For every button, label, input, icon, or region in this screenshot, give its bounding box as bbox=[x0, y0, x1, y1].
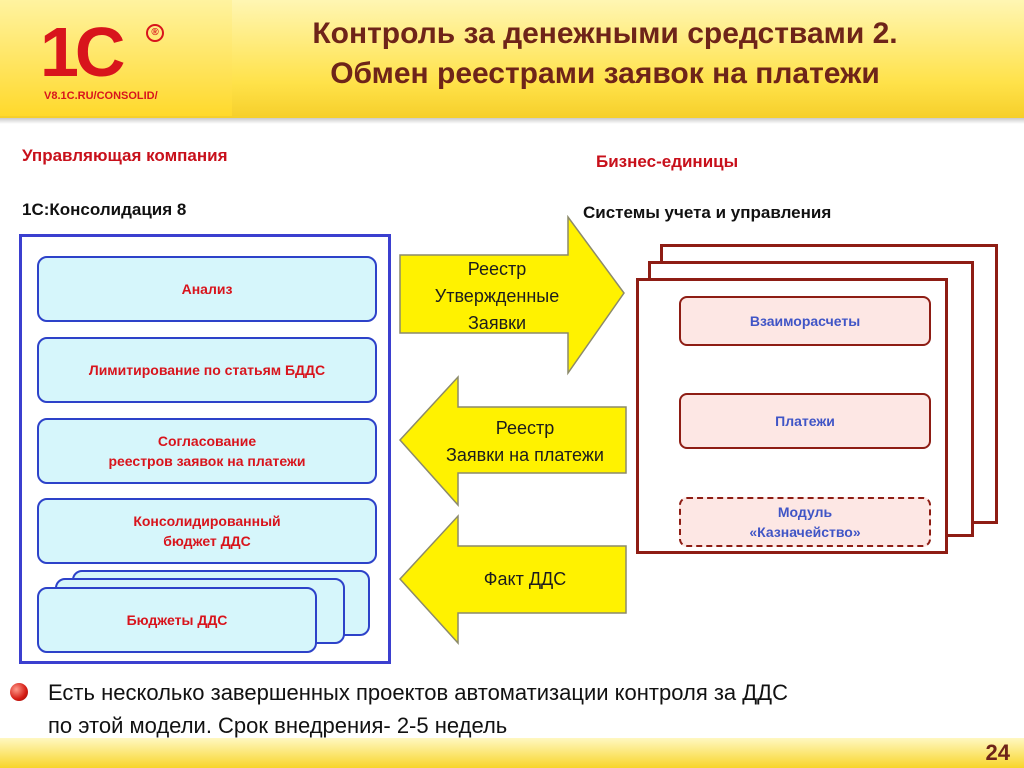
arrow-right-line2: Утвержденные bbox=[434, 286, 560, 306]
arrow-left-fact-text: Факт ДДС bbox=[440, 566, 610, 593]
arrow-right-line1: Реестр bbox=[467, 259, 527, 279]
box-treasury-module: Модуль «Казначейство» bbox=[679, 497, 931, 547]
bullet-text: Есть несколько завершенных проектов авто… bbox=[48, 676, 1008, 742]
header-divider bbox=[0, 118, 1024, 124]
box-settlements: Взаиморасчеты bbox=[679, 296, 931, 346]
bullet-text-line1: Есть несколько завершенных проектов авто… bbox=[48, 680, 788, 705]
logo-url: V8.1C.RU/CONSOLID/ bbox=[44, 90, 158, 102]
consolidation-frame: Анализ Лимитирование по статьям БДДС Сог… bbox=[19, 234, 391, 664]
box-payments: Платежи bbox=[679, 393, 931, 449]
bullet-icon bbox=[10, 683, 28, 701]
bullet-text-line2: по этой модели. Срок внедрения- 2-5 неде… bbox=[48, 713, 508, 738]
arrow-right-approved bbox=[399, 215, 625, 376]
page-number: 24 bbox=[985, 740, 1010, 765]
box-consolidated-budget: Консолидированный бюджет ДДС bbox=[37, 498, 377, 564]
left-system-name: 1С:Консолидация 8 bbox=[22, 200, 187, 219]
box-budgets-label: Бюджеты ДДС bbox=[126, 612, 228, 628]
box-treasury-line1: Модуль bbox=[777, 504, 833, 520]
box-approval: Согласование реестров заявок на платежи bbox=[37, 418, 377, 484]
arrow-left-requests-line1: Реестр bbox=[495, 418, 555, 438]
arrow-left-fact bbox=[398, 514, 627, 645]
arrow-left-fact-line1: Факт ДДС bbox=[483, 569, 567, 589]
logo-panel bbox=[0, 0, 232, 116]
right-heading: Бизнес-единицы bbox=[596, 152, 739, 171]
box-limits-label: Лимитирование по статьям БДДС bbox=[88, 362, 326, 378]
box-consolidated-line2: бюджет ДДС bbox=[163, 533, 251, 549]
arrows-layer bbox=[398, 215, 627, 645]
box-analysis: Анализ bbox=[37, 256, 377, 322]
box-budgets: Бюджеты ДДС bbox=[37, 587, 317, 653]
slide-title: Контроль за денежными средствами 2. Обме… bbox=[240, 14, 970, 94]
arrow-left-requests-text: Реестр Заявки на платежи bbox=[420, 415, 630, 469]
box-settlements-label: Взаиморасчеты bbox=[749, 313, 861, 329]
right-system-name: Системы учета и управления bbox=[583, 203, 832, 222]
arrow-right-line3: Заявки bbox=[467, 313, 527, 333]
box-consolidated-line1: Консолидированный bbox=[133, 513, 281, 529]
arrow-right-text: Реестр Утвержденные Заявки bbox=[402, 256, 592, 337]
left-heading: Управляющая компания bbox=[22, 146, 228, 165]
slide-title-line2: Обмен реестрами заявок на платежи bbox=[330, 57, 880, 90]
box-approval-line2: реестров заявок на платежи bbox=[108, 453, 306, 469]
registered-mark-icon: ® bbox=[146, 24, 164, 42]
logo-1c: 1С bbox=[40, 13, 126, 91]
arrow-left-requests bbox=[398, 375, 627, 507]
box-treasury-line2: «Казначейство» bbox=[749, 524, 861, 540]
slide-title-line1: Контроль за денежными средствами 2. bbox=[312, 17, 898, 50]
box-analysis-label: Анализ bbox=[181, 281, 233, 297]
box-approval-line1: Согласование bbox=[157, 433, 257, 449]
arrow-left-requests-line2: Заявки на платежи bbox=[446, 445, 604, 465]
footer-bar bbox=[0, 738, 1024, 768]
box-payments-label: Платежи bbox=[775, 413, 835, 429]
business-unit-frame: Взаиморасчеты Платежи Модуль «Казначейст… bbox=[636, 278, 948, 554]
box-limits: Лимитирование по статьям БДДС bbox=[37, 337, 377, 403]
